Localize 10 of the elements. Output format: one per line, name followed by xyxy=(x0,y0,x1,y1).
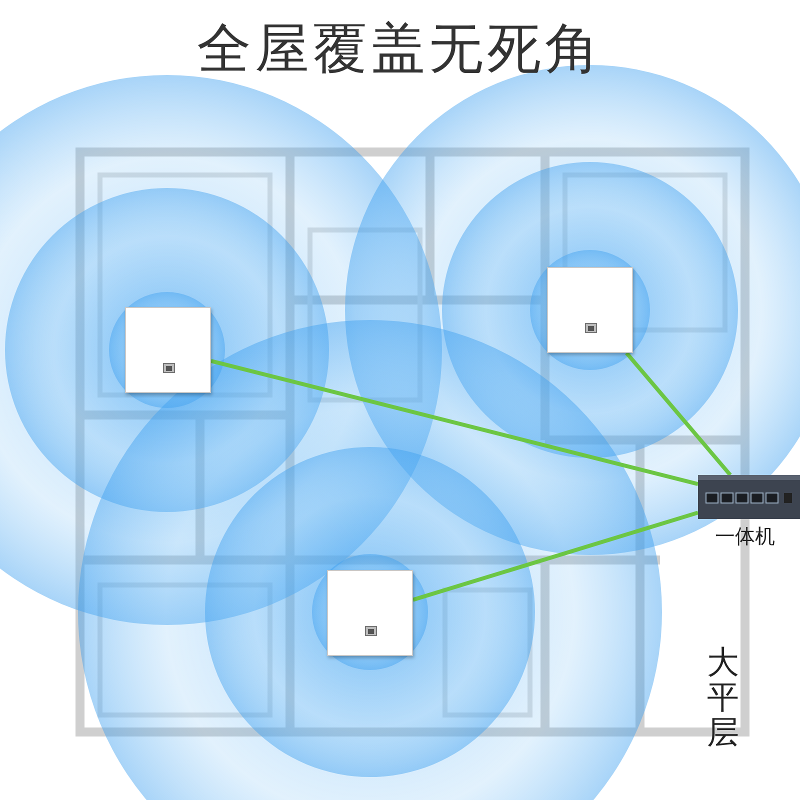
network-switch-drawing xyxy=(698,475,800,519)
network-cable xyxy=(210,358,698,486)
wall-access-point xyxy=(327,570,413,656)
network-cable xyxy=(412,510,699,602)
title: 全屋覆盖无死角 xyxy=(196,18,604,81)
wall-access-point xyxy=(547,267,633,353)
floor-type-label: 大平层 xyxy=(707,645,739,751)
network-cable xyxy=(625,352,732,476)
wall-access-point xyxy=(125,307,211,393)
device-label: 一体机 xyxy=(714,527,776,547)
